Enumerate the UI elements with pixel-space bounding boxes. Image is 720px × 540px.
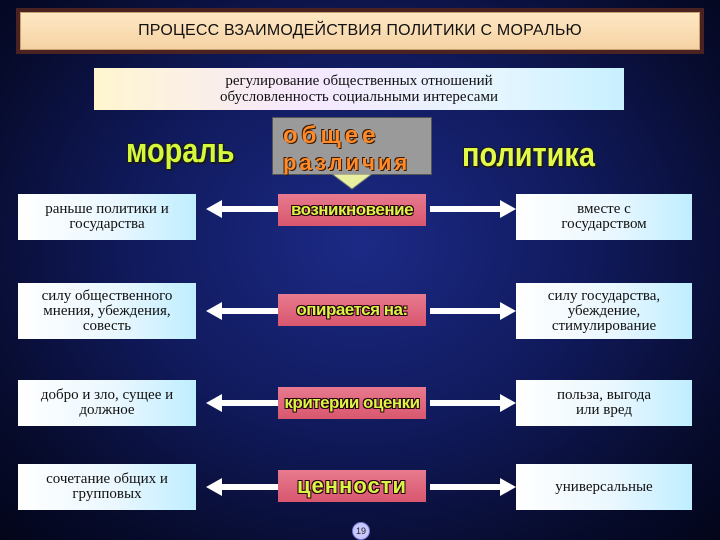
heading-obshchee: общее <box>283 122 380 149</box>
row-4-right-line-1: универсальные <box>555 478 653 495</box>
right-arrow-icon <box>430 200 516 218</box>
left-arrow-icon <box>206 394 278 412</box>
row-3-center-box: критерии оценки <box>278 387 426 419</box>
right-arrow-icon <box>430 478 516 496</box>
row-3-right-line-2: или вред <box>576 402 632 418</box>
common-line-1: регулирование общественных отношений <box>225 73 493 89</box>
obshchee-razlichiya-box: общее различия <box>272 117 432 175</box>
row-3-right-line-1: польза, выгода <box>556 387 652 403</box>
row-1-left-box: раньше политики и государства <box>18 194 196 240</box>
row-2-left-box: силу общественного мнения, убеждения, со… <box>18 283 196 339</box>
heading-moral: мораль <box>126 132 235 170</box>
row-2-right-box: силу государства, убеждение, стимулирова… <box>516 283 692 339</box>
row-4-left-box: сочетание общих и групповых <box>18 464 196 510</box>
row-1-left-line-1: раньше политики и <box>45 201 169 217</box>
row-2-right-line-1: силу государства, <box>547 287 661 304</box>
row-4-center-box: ценности <box>278 470 426 502</box>
title-bar: ПРОЦЕСС ВЗАИМОДЕЙСТВИЯ ПОЛИТИКИ С МОРАЛЬ… <box>16 8 704 54</box>
row-1-center-box: возникновение <box>278 194 426 226</box>
row-3-right-box: польза, выгода или вред <box>516 380 692 426</box>
row-3-left-line-2: должное <box>79 402 135 418</box>
row-1-right-line-2: государством <box>561 216 647 232</box>
row-2-left-line-3: совесть <box>82 317 132 334</box>
row-1-left-line-2: государства <box>69 216 145 232</box>
heading-politika: политика <box>462 136 595 174</box>
common-line-2: обусловленность социальными интересами <box>220 89 498 105</box>
row-4-left-line-1: сочетание общих и <box>46 471 168 487</box>
row-2-right-line-3: стимулирование <box>551 317 657 334</box>
common-box: регулирование общественных отношений обу… <box>94 68 624 110</box>
row-1-right-line-1: вместе с <box>577 201 631 217</box>
row-2-left-line-1: силу общественного <box>41 287 173 304</box>
row-2-center-box: опирается на: <box>278 294 426 326</box>
row-2-right-line-2: убеждение, <box>567 302 641 319</box>
left-arrow-icon <box>206 478 278 496</box>
row-3-left-box: добро и зло, сущее и должное <box>18 380 196 426</box>
right-arrow-icon <box>430 302 516 320</box>
row-3-left-line-1: добро и зло, сущее и <box>40 387 174 403</box>
heading-razlichiya: различия <box>283 150 411 175</box>
down-arrow-icon <box>331 174 373 190</box>
row-1-right-box: вместе с государством <box>516 194 692 240</box>
row-2-left-line-2: мнения, убеждения, <box>43 302 171 319</box>
page-number: 19 <box>352 522 370 540</box>
row-4-left-line-2: групповых <box>72 486 142 502</box>
left-arrow-icon <box>206 302 278 320</box>
left-arrow-icon <box>206 200 278 218</box>
row-4-right-box: универсальные <box>516 464 692 510</box>
right-arrow-icon <box>430 394 516 412</box>
slide-title: ПРОЦЕСС ВЗАИМОДЕЙСТВИЯ ПОЛИТИКИ С МОРАЛЬ… <box>20 12 700 50</box>
